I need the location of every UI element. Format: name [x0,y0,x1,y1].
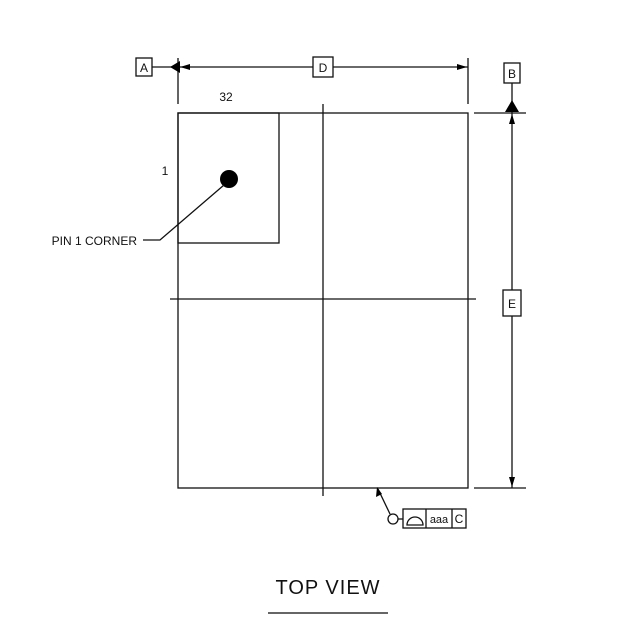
all-around-icon [387,513,399,525]
datum-a-box [135,57,153,77]
column-count-label: 32 [219,90,233,104]
feature-control-frame [402,508,467,529]
arrowhead-icon [180,64,190,70]
row-label: 1 [162,164,169,178]
dimension-d-box [312,56,334,78]
dimension-d-label: D [319,61,328,75]
pin1-dot [220,170,238,188]
datum-a-label: A [140,61,148,75]
arrowhead-icon [509,114,515,124]
fcf-datum: C [455,512,464,526]
pin1-callout: PIN 1 CORNER [52,234,138,248]
arrowhead-icon [376,487,382,497]
profile-of-surface-icon [406,516,424,526]
dimension-e-box [502,289,522,317]
pin1-region [177,112,280,244]
datum-b-triangle [505,100,519,112]
fcf-tolerance: aaa [430,514,449,526]
arrowhead-icon [457,64,467,70]
dimension-e-label: E [508,297,516,311]
view-title: TOP VIEW [275,577,380,599]
pin1-leader [143,184,225,241]
arrowhead-icon [509,477,515,487]
datum-a-triangle [170,61,180,73]
datum-b-label: B [508,67,516,81]
datum-b-box [503,62,521,84]
